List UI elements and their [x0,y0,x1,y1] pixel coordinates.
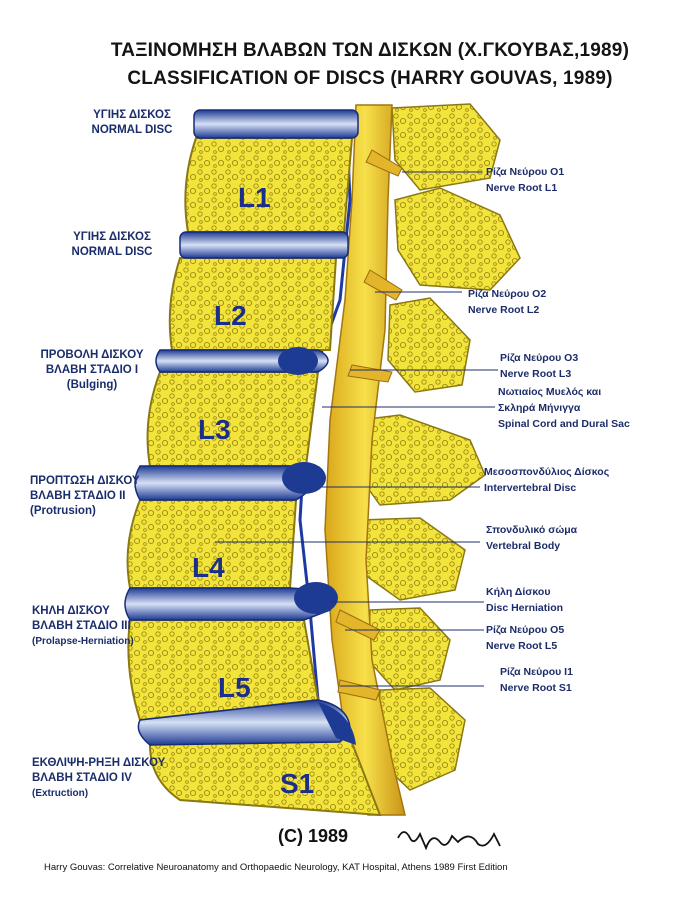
title-greek: ΤΑΞΙΝΟΜΗΣΗ ΒΛΑΒΩΝ ΤΩΝ ΔΙΣΚΩΝ (Χ.ΓΚΟΥΒΑΣ,… [110,40,630,61]
vertebra-label-s1: S1 [280,768,315,799]
vertebra-label-l1: L1 [238,182,271,213]
posterior-elements [354,103,521,791]
vertebra-label-l4: L4 [192,552,225,583]
reference-text: Harry Gouvas: Correlative Neuroanatomy a… [44,862,508,873]
leader-lines [215,171,498,687]
vertebral-bodies [126,137,382,817]
vertebra-label-l2: L2 [214,300,247,331]
intervertebral-discs [124,109,359,746]
vertebra-label-l5: L5 [218,672,251,703]
copyright-text: (C) 1989 [278,826,349,846]
vertebra-label-l3: L3 [198,414,231,445]
signature-graphic [397,831,501,851]
nerve-roots [335,149,403,701]
title-english: CLASSIFICATION OF DISCS (HARRY GOUVAS, 1… [127,68,613,89]
